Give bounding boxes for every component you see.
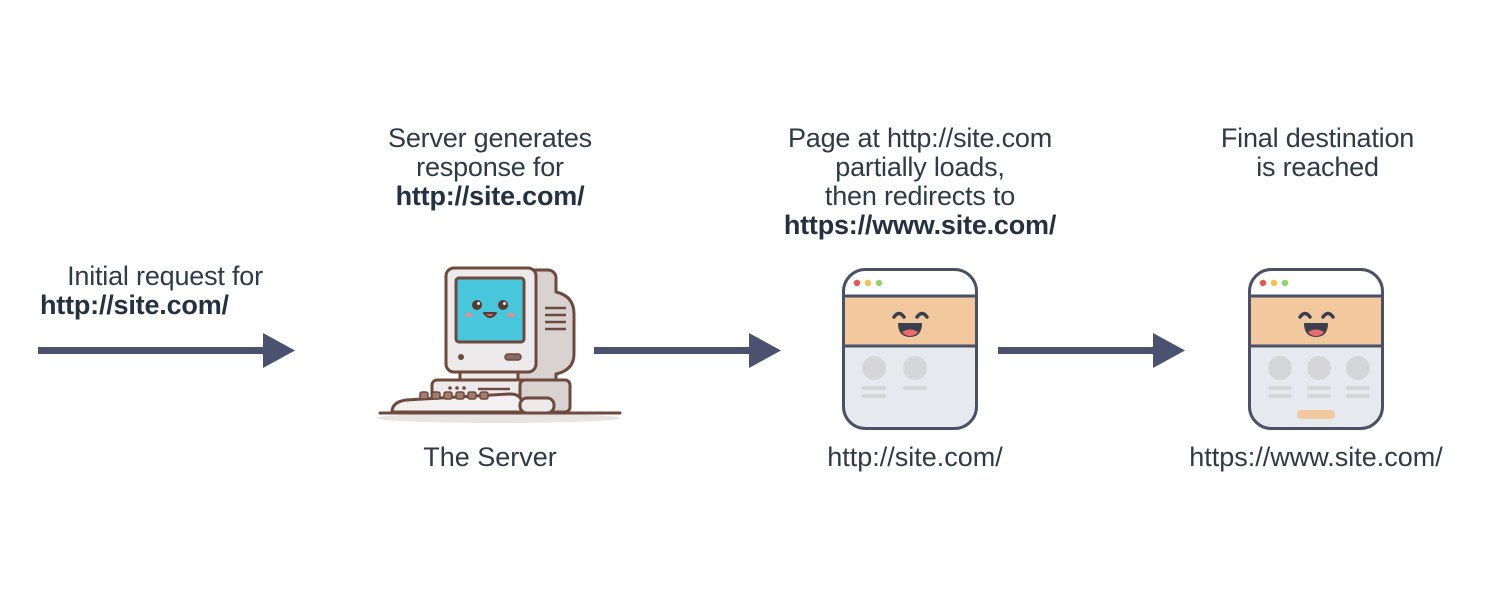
caption-url: http://site.com/: [40, 290, 229, 320]
caption-url: https://www.site.com/: [783, 210, 1057, 240]
caption-line: Final destination: [1220, 123, 1415, 153]
computer-icon: [376, 266, 622, 423]
http-url-label: http://site.com/: [827, 442, 1003, 472]
server-caption: Server generates response for http://sit…: [360, 124, 620, 211]
arrow-right-icon: [38, 333, 295, 368]
caption-line: then redirects to: [824, 181, 1016, 211]
https-url-label: https://www.site.com/: [1189, 442, 1443, 472]
caption-line: Server generates: [388, 123, 592, 153]
browser-window-icon: [1248, 268, 1384, 430]
arrow-right-icon: [998, 333, 1185, 368]
caption-line: partially loads,: [835, 152, 1005, 182]
server-label: The Server: [423, 442, 557, 472]
final-destination-caption: Final destination is reached: [1185, 124, 1450, 182]
initial-request-caption: Initial request for http://site.com/: [40, 262, 290, 320]
caption-line: response for: [416, 152, 564, 182]
partial-page-caption: Page at http://site.com partially loads,…: [750, 124, 1090, 240]
caption-line: Page at http://site.com: [787, 123, 1053, 153]
caption-line: Initial request for: [67, 261, 263, 291]
caption-url: http://site.com/: [395, 181, 585, 211]
caption-line: is reached: [1256, 152, 1379, 182]
arrow-right-icon: [594, 333, 781, 368]
browser-window-icon: [842, 268, 978, 430]
